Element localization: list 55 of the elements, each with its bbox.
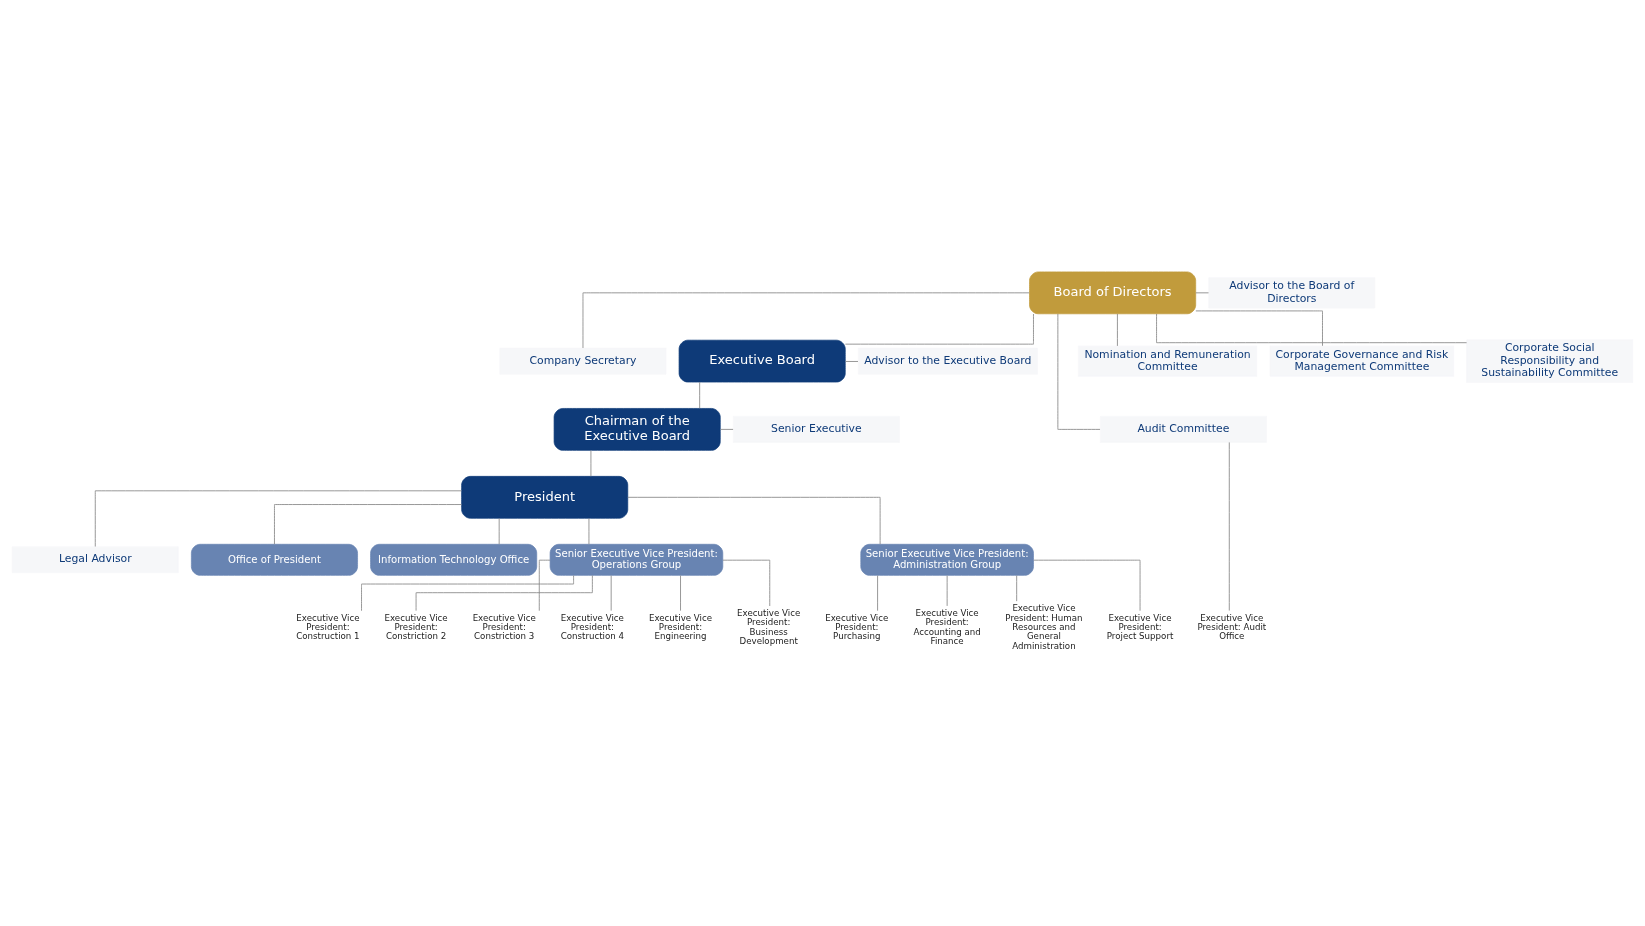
connector [498, 518, 500, 545]
connector [627, 496, 881, 545]
node-box: Audit Committee [1099, 416, 1267, 443]
connector [722, 559, 771, 607]
connector [1117, 313, 1118, 347]
node-box: Board of Directors [1029, 271, 1197, 315]
connector [538, 559, 551, 612]
connector [415, 575, 593, 612]
connector [274, 504, 463, 545]
node-text: Executive Vice President: Business Development [737, 607, 801, 647]
connector [588, 518, 590, 545]
node-text: Executive Vice President: Engineering [648, 612, 713, 642]
connector [877, 575, 879, 612]
node-box: Company Secretary [499, 347, 667, 375]
connector [582, 292, 1030, 349]
connector [1195, 310, 1323, 347]
connector [1156, 313, 1468, 344]
node-text: Executive Vice President: Purchasing [825, 612, 889, 642]
node-box: Office of President [191, 543, 358, 576]
node-text: Executive Vice President: Constriction 2 [384, 612, 448, 642]
node-text: Executive Vice President: Construction 1 [296, 612, 360, 642]
node-box: Nomination and Remuneration Committee [1077, 345, 1258, 377]
connector [610, 575, 612, 612]
connector [1228, 442, 1230, 611]
node-text: Executive Vice President: Human Resources and General Administration [1005, 603, 1083, 651]
connector [699, 381, 701, 409]
node-text: Executive Vice President: Audit Office [1197, 612, 1267, 642]
node-box: Senior Executive [732, 416, 900, 443]
connector [361, 575, 575, 612]
node-box: Senior Executive Vice President: Operations Group [549, 543, 724, 576]
connector [844, 313, 1034, 345]
connector [845, 361, 859, 362]
node-box: Executive Board [678, 339, 846, 383]
connector [1057, 313, 1101, 430]
node-box: Corporate Governance and Risk Management Committee [1269, 345, 1454, 377]
node-box: Chairman of the Executive Board [553, 408, 721, 451]
connector [680, 575, 681, 612]
node-text: Executive Vice President: Constriction 3 [472, 612, 536, 642]
connector [1195, 292, 1209, 294]
node-box: Information Technology Office [370, 543, 538, 576]
connector [94, 490, 462, 547]
connector [1016, 575, 1018, 602]
connector [590, 450, 592, 477]
connector [946, 575, 948, 607]
connector [1033, 559, 1141, 612]
node-box: Advisor to the Executive Board [857, 347, 1038, 375]
node-box: Advisor to the Board of Directors [1208, 277, 1376, 309]
node-box: Corporate Social Responsibility and Sustainability Committee [1466, 339, 1634, 383]
node-text: Executive Vice President: Project Support [1106, 612, 1174, 642]
node-box: Senior Executive Vice President: Administration Group [860, 543, 1034, 576]
node-text: Executive Vice President: Accounting and Finance [913, 607, 981, 647]
node-box: Legal Advisor [11, 546, 179, 574]
node-box: President [461, 476, 629, 519]
node-text: Executive Vice President: Construction 4 [560, 612, 625, 642]
connector [720, 428, 734, 430]
